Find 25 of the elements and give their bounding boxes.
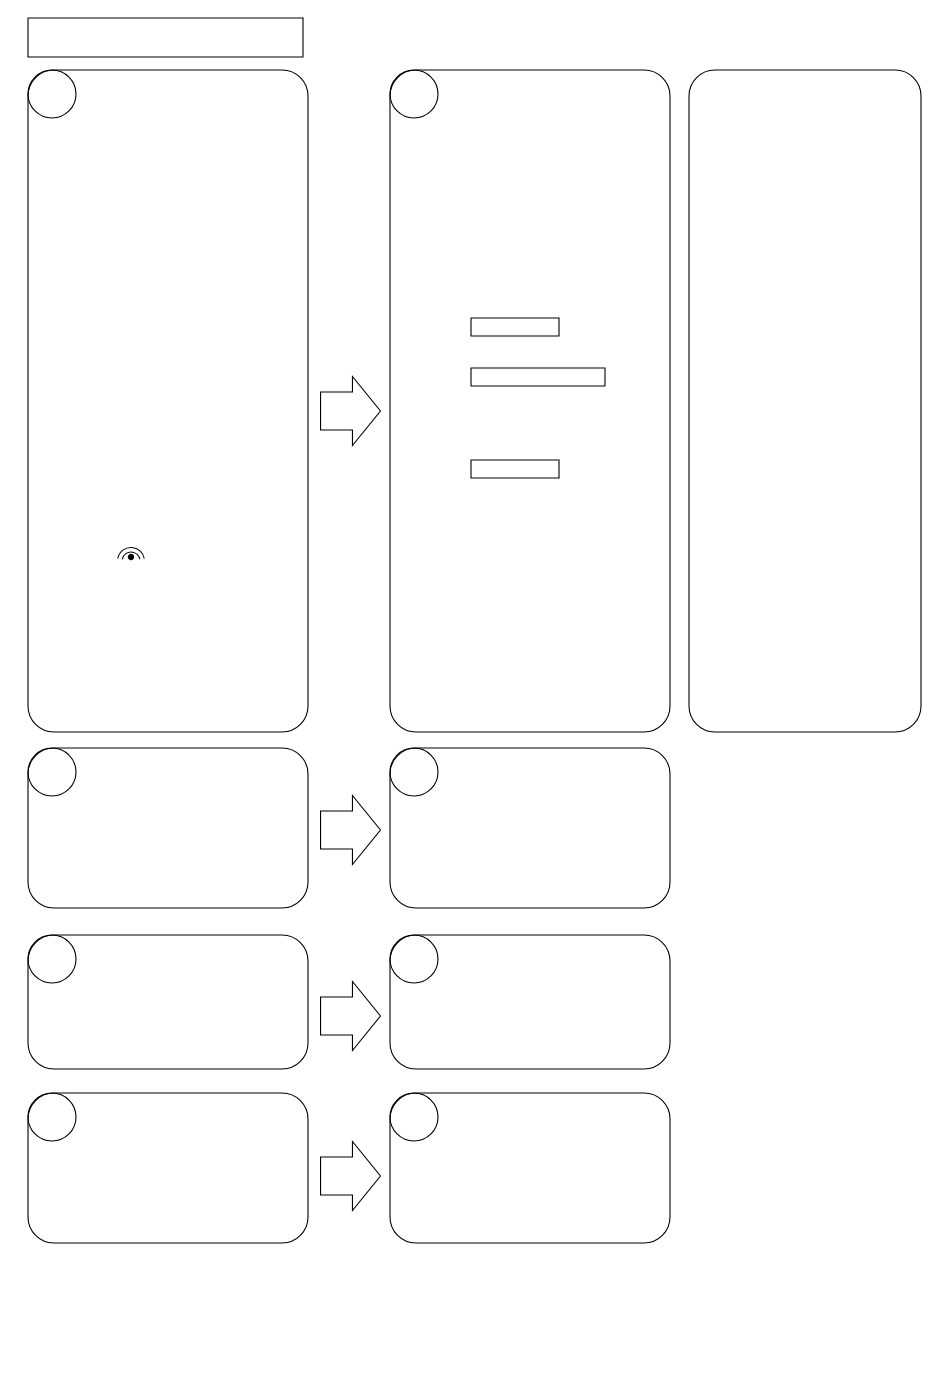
block-arrow: [320, 374, 382, 448]
corner-circle: [27, 747, 77, 797]
rounded-panel: [27, 1092, 309, 1244]
corner-circle: [27, 934, 77, 984]
rounded-panel: [27, 934, 309, 1070]
rounded-panel: [389, 747, 671, 909]
blank-box: [470, 459, 560, 479]
corner-circle: [389, 934, 439, 984]
blank-box: [27, 17, 304, 58]
block-arrow: [320, 979, 382, 1053]
rounded-panel: [389, 69, 671, 733]
rounded-panel: [688, 69, 922, 733]
corner-circle: [389, 747, 439, 797]
rounded-panel: [389, 1092, 671, 1244]
corner-circle: [27, 1092, 77, 1142]
corner-circle: [389, 1092, 439, 1142]
block-arrow: [320, 1139, 382, 1213]
rounded-panel: [389, 934, 671, 1070]
block-arrow: [320, 793, 382, 867]
rounded-panel: [27, 747, 309, 909]
corner-circle: [389, 69, 439, 119]
corner-circle: [27, 69, 77, 119]
blank-box: [470, 317, 560, 337]
blank-box: [470, 367, 606, 387]
rounded-panel: [27, 69, 309, 733]
